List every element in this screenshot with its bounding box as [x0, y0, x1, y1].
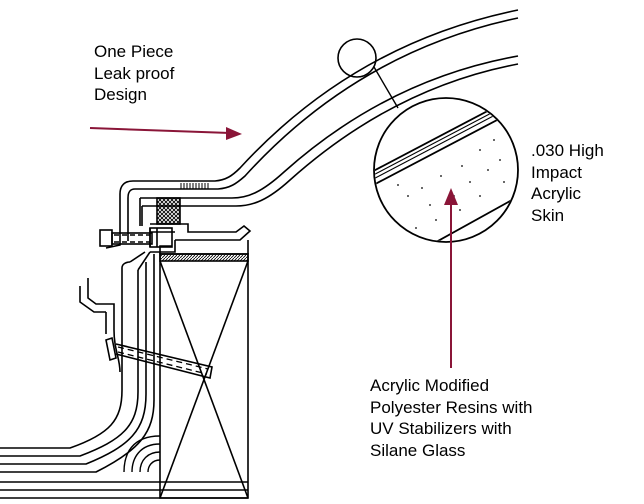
angled-fastener-threads — [117, 346, 209, 375]
callout-line: Skin — [531, 205, 565, 225]
callout-line: Leak proof — [94, 63, 175, 83]
retainer-screw-threads — [114, 234, 150, 243]
detail-callout-circle — [337, 38, 377, 78]
magnified-detail — [373, 97, 519, 243]
callout-line: Acrylic Modified — [370, 376, 490, 395]
arrow-resins — [444, 188, 458, 368]
dome-shell — [133, 9, 519, 207]
base-flashing — [0, 481, 248, 499]
corner-fillet — [123, 435, 161, 473]
callout-line: Polyester Resins with — [370, 397, 533, 417]
detail-leader-line — [373, 66, 399, 109]
callout-line: .030 High — [531, 141, 604, 160]
callout-line: Impact — [531, 162, 583, 182]
outer-wall — [79, 278, 121, 373]
callout-line: Acrylic — [531, 184, 582, 203]
callout-line: UV Stabilizers with — [370, 419, 512, 438]
ridge-teeth — [180, 183, 209, 189]
gasket — [156, 197, 181, 225]
angled-fastener — [105, 336, 213, 379]
callout-acrylic-skin: .030 High Impact Acrylic Skin — [531, 140, 604, 226]
retainer-bracket — [99, 223, 252, 253]
dome-flange — [105, 180, 143, 249]
callout-line: Design — [94, 85, 147, 104]
curb-frame — [0, 251, 155, 473]
callout-one-piece-leak-proof: One Piece Leak proof Design — [94, 41, 174, 106]
callout-polyester-resins: Acrylic Modified Polyester Resins with U… — [370, 375, 533, 461]
arrow-one-piece — [89, 127, 242, 140]
callout-line: Silane Glass — [370, 440, 466, 460]
callout-line: One Piece — [94, 42, 174, 61]
